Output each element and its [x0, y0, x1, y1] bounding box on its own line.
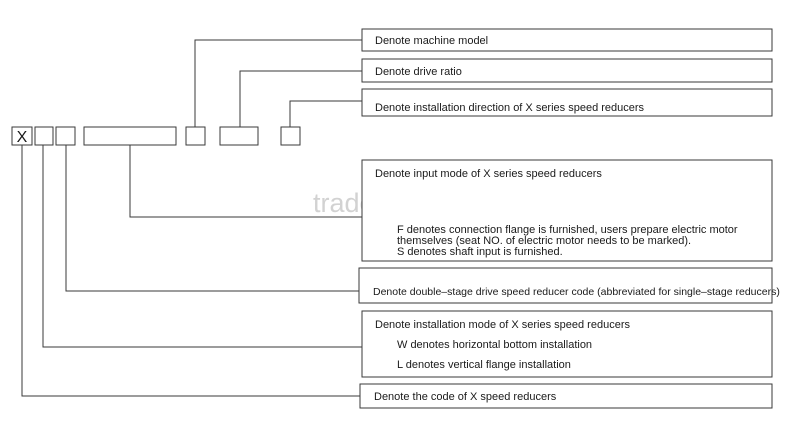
label-installation-direction: Denote installation direction of X serie… [361, 88, 773, 117]
code-letter-x: X [17, 129, 28, 146]
label-text-installation-mode-line2: L denotes vertical flange installation [397, 359, 571, 371]
label-text-machine-model: Denote machine model [375, 35, 488, 47]
label-box-machine-model [361, 28, 773, 52]
connector-double-stage [65, 145, 359, 292]
label-text-drive-ratio: Denote drive ratio [375, 66, 462, 78]
label-text-input-mode-line2: themselves (seat NO. of electric motor n… [397, 235, 691, 247]
label-text-input-mode-line1: F denotes connection flange is furnished… [397, 224, 738, 236]
connector-drive-ratio [239, 70, 362, 128]
label-box-input-mode [361, 159, 773, 262]
label-box-series-code [359, 383, 773, 409]
connector-machine-model [194, 39, 362, 128]
label-text-series-code: Denote the code of X speed reducers [374, 391, 557, 403]
code-box-machine-model [185, 126, 206, 146]
label-box-installation-mode [361, 310, 773, 378]
label-text-input-mode-title: Denote input mode of X series speed redu… [375, 168, 602, 180]
code-box-series [11, 126, 33, 146]
label-text-double-stage: Denote double–stage drive speed reducer … [373, 286, 780, 298]
label-machine-model: Denote machine model [361, 28, 773, 52]
connector-installation-direction [289, 100, 362, 128]
label-text-installation-mode-line1: W denotes horizontal bottom installation [397, 339, 592, 351]
code-box-input-mode [83, 126, 177, 146]
connector-lines [21, 39, 362, 397]
code-box-drive-ratio [219, 126, 259, 146]
code-box-installation-mode [34, 126, 54, 146]
label-box-installation-direction [361, 88, 773, 117]
label-box-drive-ratio [361, 58, 773, 83]
label-text-installation-direction: Denote installation direction of X serie… [375, 102, 645, 114]
code-box-installation-direction [280, 126, 301, 146]
connector-series-code [21, 145, 360, 397]
label-drive-ratio: Denote drive ratio [361, 58, 773, 83]
label-installation-mode: Denote installation mode of X series spe… [361, 310, 773, 378]
label-box-double-stage [358, 267, 773, 304]
label-text-input-mode-line3: S denotes shaft input is furnished. [397, 246, 563, 258]
label-series-code: Denote the code of X speed reducers [359, 383, 773, 409]
label-double-stage: Denote double–stage drive speed reducer … [358, 267, 780, 304]
code-box-row: X [11, 126, 301, 146]
connector-installation-mode [42, 145, 362, 348]
label-input-mode: Denote input mode of X series speed redu… [361, 159, 773, 262]
label-text-installation-mode-title: Denote installation mode of X series spe… [375, 319, 630, 331]
connector-input-mode [129, 145, 362, 218]
code-box-double-stage [55, 126, 76, 146]
